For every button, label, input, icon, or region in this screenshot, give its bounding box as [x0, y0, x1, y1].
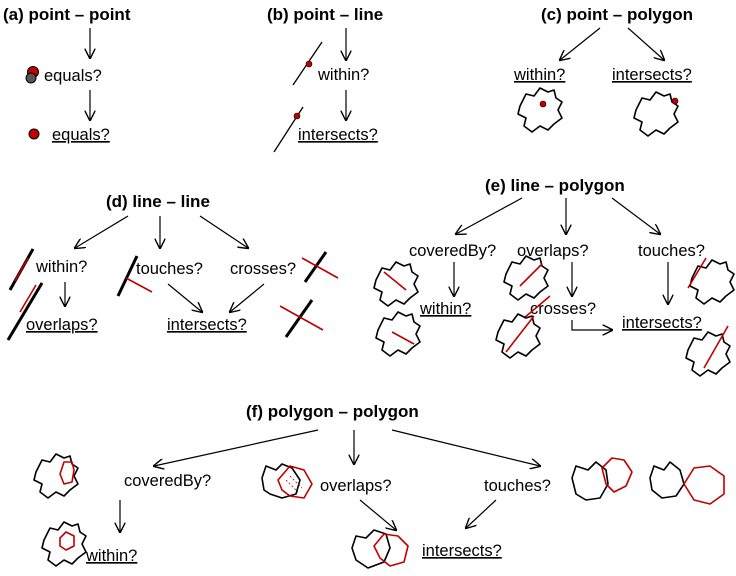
arrow [466, 499, 497, 528]
panel-b-title: (b) point – line [267, 5, 383, 24]
label-equals: equals? [52, 126, 110, 144]
arrow [611, 197, 660, 234]
polygon-shape [503, 255, 549, 301]
line-shape-red [14, 257, 29, 282]
label-within: within? [419, 300, 471, 318]
arrow [75, 215, 129, 248]
label-touches: touches? [484, 477, 551, 495]
arrow [391, 429, 540, 466]
line-shape [6, 282, 44, 341]
arrow [230, 283, 265, 312]
polygon-shape [517, 87, 563, 133]
label-intersects: intersects? [167, 316, 247, 334]
polygon-shape [351, 529, 391, 569]
arrow [456, 197, 523, 234]
panel-a-title: (a) point – point [3, 5, 131, 24]
line-shape-red [19, 284, 37, 313]
label-overlaps: overlaps? [26, 316, 98, 334]
polygon-shape [375, 311, 421, 357]
line-shape-red [125, 277, 153, 293]
label-intersects: intersects? [298, 126, 378, 144]
line-shape-red [301, 257, 339, 279]
arrow [167, 283, 202, 312]
label-intersects: intersects? [622, 314, 702, 332]
point-marker [28, 128, 40, 140]
panel-d: (d) line – line within? touches? crosses… [6, 192, 339, 341]
label-crosses: crosses? [530, 300, 596, 318]
label-intersects: intersects? [612, 66, 692, 84]
polygon-shape-red [277, 465, 313, 499]
polygon-shape [41, 521, 87, 567]
label-intersects: equals? [44, 67, 102, 85]
panel-f: (f) polygon – polygon coveredBy? overlap… [33, 402, 725, 569]
polygon-shape [261, 463, 301, 499]
arrow [571, 320, 612, 330]
arrow [627, 27, 664, 60]
arrow [560, 27, 601, 60]
line-shape [284, 299, 314, 338]
polygon-shape-red [59, 531, 75, 551]
label-crosses: crosses? [230, 260, 296, 278]
panel-a: (a) point – point equals? equals? [3, 5, 131, 144]
label-overlaps: overlaps? [517, 242, 589, 260]
polygon-shape-red [59, 461, 75, 485]
label-coveredby: coveredBy? [124, 472, 211, 490]
polygon-shape [33, 453, 79, 499]
line-shape-red [519, 263, 543, 287]
line-shape-red [383, 271, 407, 291]
line-shape [303, 251, 328, 283]
overlap-hatch [289, 475, 303, 489]
line-shape-red [279, 305, 324, 331]
polygon-shape-red [601, 457, 633, 493]
polygon-shape-red [683, 465, 725, 505]
overlap-hatch [285, 479, 299, 493]
panel-f-title: (f) polygon – polygon [246, 402, 419, 421]
label-intersects: intersects? [422, 542, 502, 560]
panel-c: (c) point – polygon within? intersects? [513, 5, 693, 137]
line-shape-red [703, 325, 729, 369]
label-touches: touches? [136, 260, 203, 278]
polygon-shape-red [373, 533, 409, 567]
arrow [199, 215, 248, 248]
polygon-shape [373, 261, 419, 307]
panel-e: (e) line – polygon coveredBy? overlaps? … [373, 176, 735, 377]
panel-e-title: (e) line – polygon [485, 176, 625, 195]
line-shape-red [523, 295, 551, 319]
label-within: within? [35, 258, 87, 276]
line-shape-red [687, 257, 707, 289]
label-within: within? [85, 547, 137, 565]
arrow [154, 429, 319, 466]
polygon-shape [571, 461, 609, 501]
point-marker [25, 72, 37, 84]
polygon-shape [685, 331, 731, 377]
arrow [359, 499, 396, 530]
label-overlaps: overlaps? [320, 477, 392, 495]
label-touches: touches? [638, 242, 705, 260]
point-marker [305, 60, 313, 68]
label-within: within? [513, 66, 565, 84]
panel-c-title: (c) point – polygon [541, 5, 693, 24]
point-marker [671, 97, 679, 105]
polygon-shape [633, 91, 679, 137]
polygon-shape [689, 259, 735, 305]
line-shape-red [505, 315, 535, 353]
point-marker [539, 100, 547, 108]
line-shape-red [391, 331, 415, 345]
label-coveredby: coveredBy? [409, 242, 496, 260]
panel-d-title: (d) line – line [106, 192, 210, 211]
panel-b: (b) point – line within? intersects? [267, 5, 383, 153]
line-shape [116, 255, 139, 297]
point-marker [293, 112, 301, 120]
label-within: within? [317, 66, 369, 84]
polygon-shape [649, 461, 685, 499]
